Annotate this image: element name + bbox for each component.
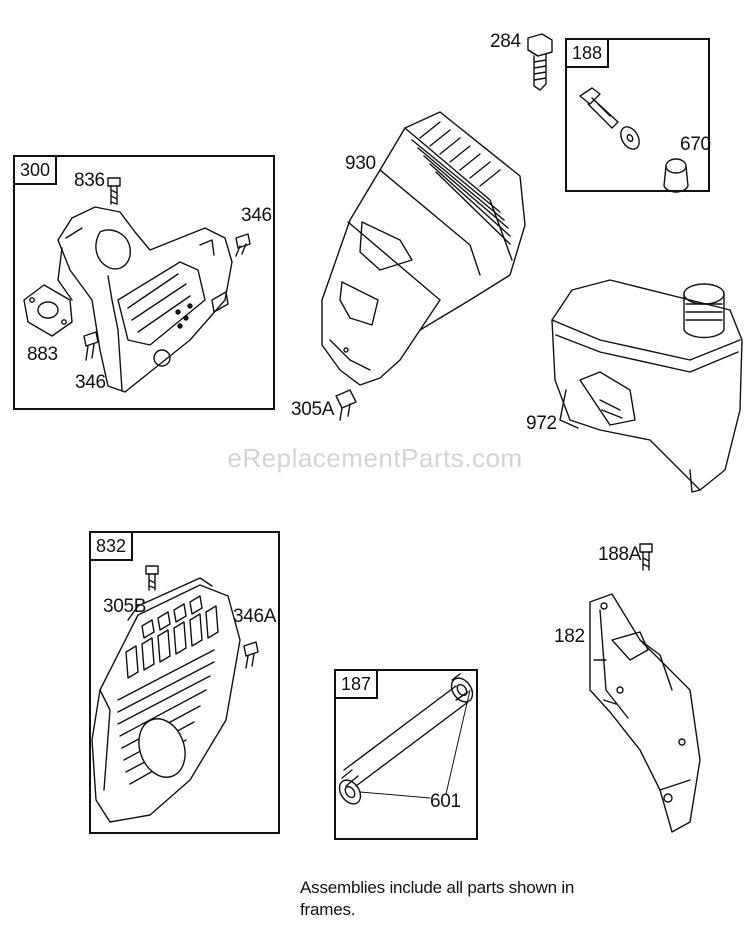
assembly-frame-188: 188 xyxy=(565,38,710,192)
bolt-284-drawing xyxy=(528,34,552,90)
spacer-670-drawing xyxy=(664,159,688,192)
part-label-305B: 305B xyxy=(103,596,147,617)
tube-187-drawing xyxy=(335,674,477,808)
frame-tag-832: 832 xyxy=(89,531,134,561)
part-label-346-right: 346 xyxy=(241,205,272,226)
muffler-guard-832-drawing xyxy=(92,566,258,822)
part-label-836: 836 xyxy=(74,170,105,191)
part-label-930: 930 xyxy=(345,153,376,174)
part-label-182: 182 xyxy=(554,626,585,647)
frame-tag-188: 188 xyxy=(565,38,610,68)
air-cleaner-972-drawing xyxy=(552,280,742,492)
assembly-frame-187: 187 xyxy=(334,669,478,840)
frame-tag-300: 300 xyxy=(13,155,58,185)
assembly-frame-300: 300 xyxy=(13,155,275,410)
part-label-670: 670 xyxy=(680,134,711,155)
watermark-text: eReplacementParts.com xyxy=(227,443,523,473)
part-label-284: 284 xyxy=(490,31,521,52)
part-label-883: 883 xyxy=(27,344,58,365)
part-label-346A: 346A xyxy=(233,606,277,627)
bracket-182-drawing xyxy=(590,544,700,832)
bolt-188-drawing xyxy=(580,88,643,152)
heat-shield-930-drawing xyxy=(322,112,525,420)
frame-tag-187: 187 xyxy=(334,669,379,699)
muffler-assembly-drawing xyxy=(24,178,250,392)
assemblies-note: Assemblies include all parts shown in fr… xyxy=(300,878,575,920)
assembly-frame-832: 832 xyxy=(89,531,280,834)
part-label-188A: 188A xyxy=(598,544,642,565)
part-label-601: 601 xyxy=(430,791,461,812)
part-label-346-bottom: 346 xyxy=(75,372,106,393)
part-label-972: 972 xyxy=(526,413,557,434)
part-label-305A: 305A xyxy=(291,399,335,420)
